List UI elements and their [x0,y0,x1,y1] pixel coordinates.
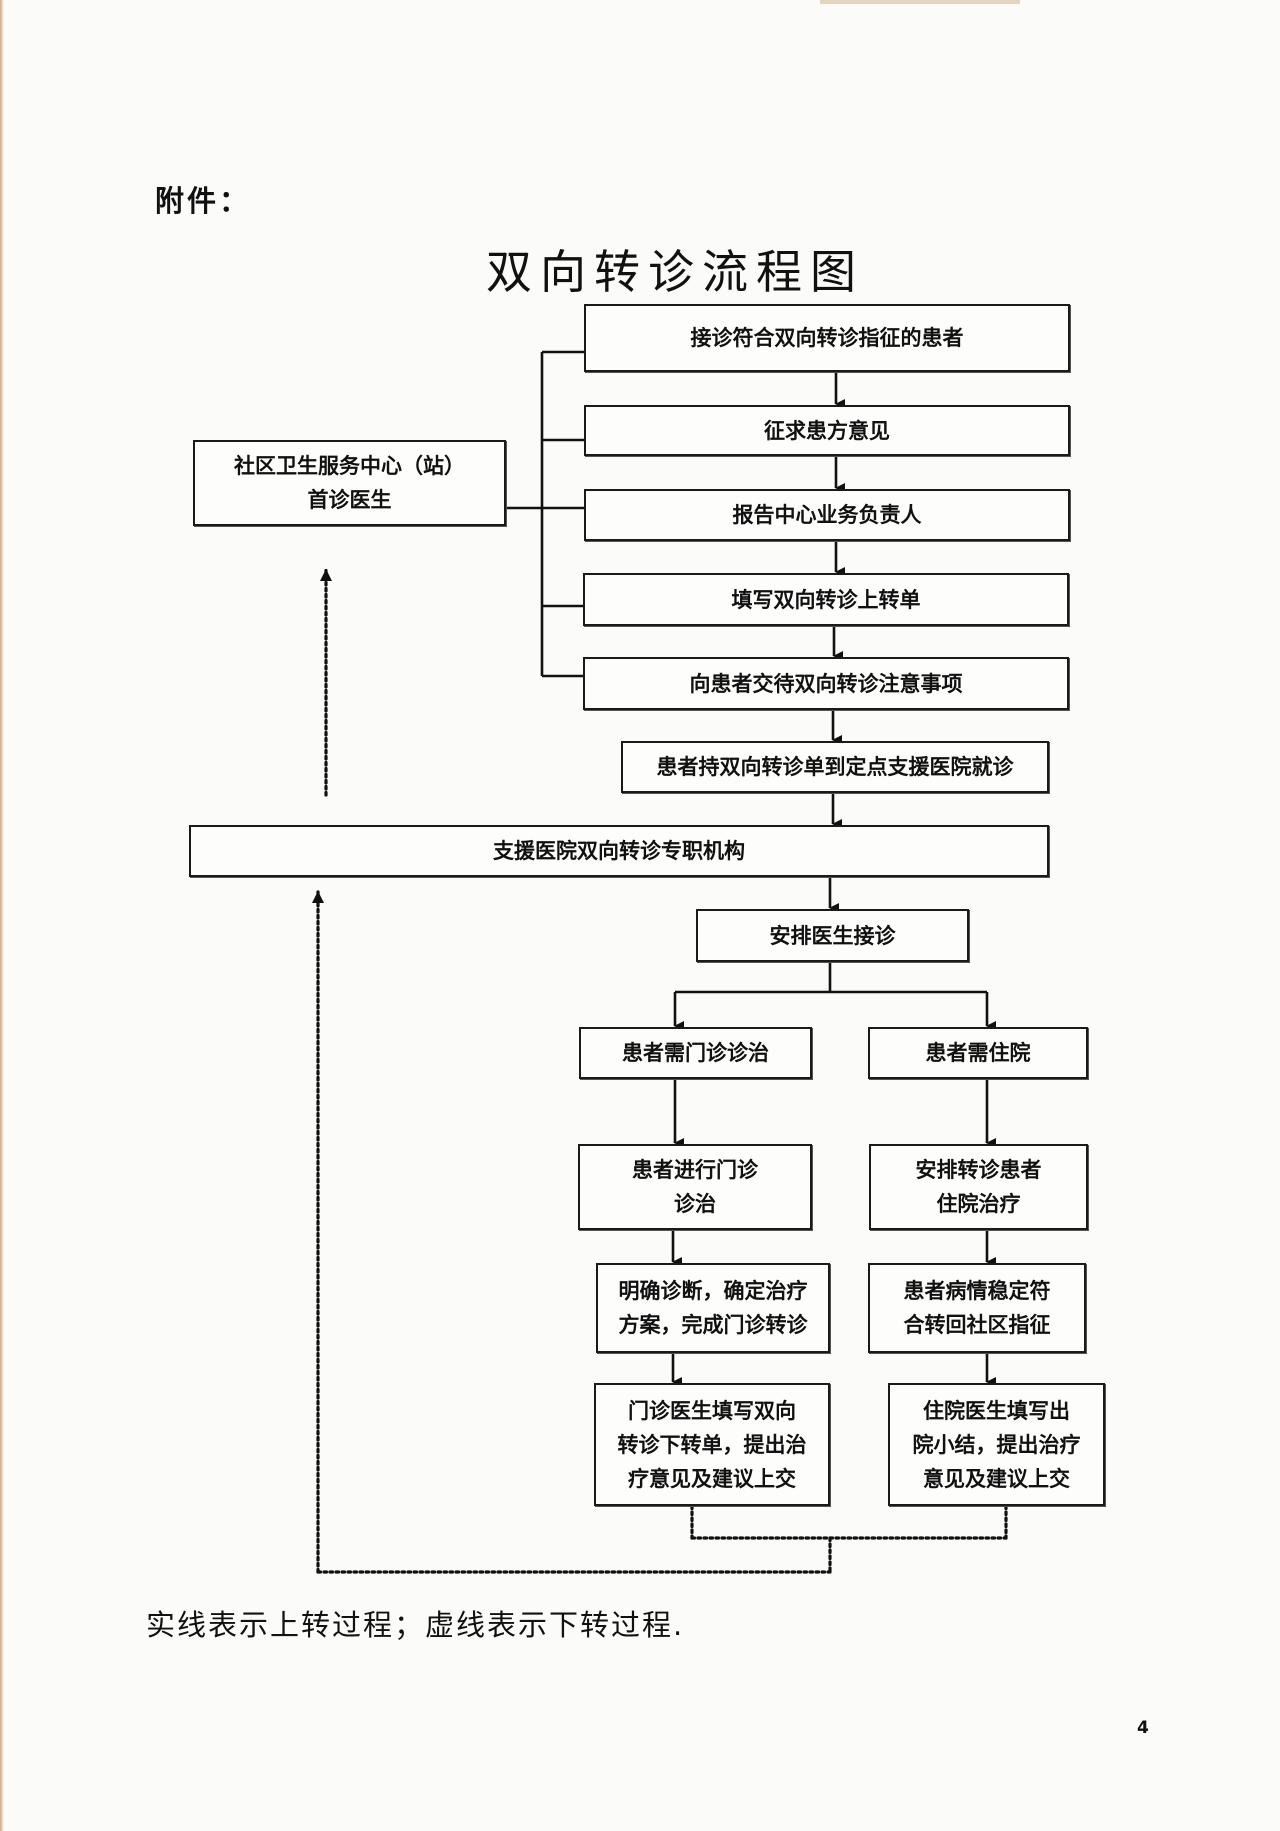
outpatient-report-line3: 疗意见及建议上交 [628,1466,796,1491]
outpatient-report-line2: 转诊下转单，提出治 [617,1432,807,1457]
outpatient-treat-box: 患者进行门诊 诊治 [578,1144,812,1230]
outpatient-diagnose-line1: 明确诊断，确定治疗 [618,1279,808,1303]
inpatient-treat-line2: 住院治疗 [936,1192,1021,1216]
legend-note: 实线表示上转过程；虚线表示下转过程. [146,1608,685,1642]
community-center-line2: 首诊医生 [307,488,392,512]
community-center-line1: 社区卫生服务中心（站） [234,454,465,478]
outpatient-treat-line1: 患者进行门诊 [632,1158,758,1182]
outpatient-report-box: 门诊医生填写双向 转诊下转单，提出治 疗意见及建议上交 [594,1383,830,1506]
inpatient-stable-box: 患者病情稳定符 合转回社区指征 [868,1263,1086,1353]
hospital-referral-office: 支援医院双向转诊专职机构 [189,825,1049,877]
step-seek-consent: 征求患方意见 [584,405,1070,456]
inpatient-stable-line2: 合转回社区指征 [903,1313,1051,1337]
inpatient-need-box: 患者需住院 [868,1027,1088,1079]
page-number: 4 [1137,1718,1149,1738]
inpatient-report-line2: 院小结，提出治疗 [912,1432,1081,1457]
inpatient-report-line1: 住院医生填写出 [923,1398,1070,1423]
inpatient-report-line3: 意见及建议上交 [923,1466,1070,1491]
inpatient-report-box: 住院医生填写出 院小结，提出治疗 意见及建议上交 [888,1383,1105,1506]
outpatient-report-line1: 门诊医生填写双向 [628,1398,796,1423]
page-edge [0,0,4,1831]
page-title: 双向转诊流程图 [486,245,864,299]
step-report-director: 报告中心业务负责人 [584,489,1070,541]
step-fill-upward-form: 填写双向转诊上转单 [583,573,1069,626]
outpatient-diagnose-line2: 方案，完成门诊转诊 [618,1313,808,1337]
scan-artifact [820,0,1020,4]
outpatient-treat-line2: 诊治 [674,1192,716,1216]
step-receive-patient: 接诊符合双向转诊指征的患者 [584,304,1070,372]
outpatient-need-box: 患者需门诊诊治 [579,1027,812,1079]
inpatient-treat-box: 安排转诊患者 住院治疗 [869,1144,1088,1230]
inpatient-stable-line1: 患者病情稳定符 [903,1279,1051,1303]
step-visit-hospital: 患者持双向转诊单到定点支援医院就诊 [621,741,1049,793]
attachment-label: 附件： [155,184,252,218]
outpatient-diagnose-box: 明确诊断，确定治疗 方案，完成门诊转诊 [596,1263,830,1353]
community-center-box: 社区卫生服务中心（站） 首诊医生 [193,440,506,526]
inpatient-treat-line1: 安排转诊患者 [915,1158,1042,1182]
step-explain-notes: 向患者交待双向转诊注意事项 [583,657,1069,710]
arrange-doctor-box: 安排医生接诊 [696,909,969,962]
